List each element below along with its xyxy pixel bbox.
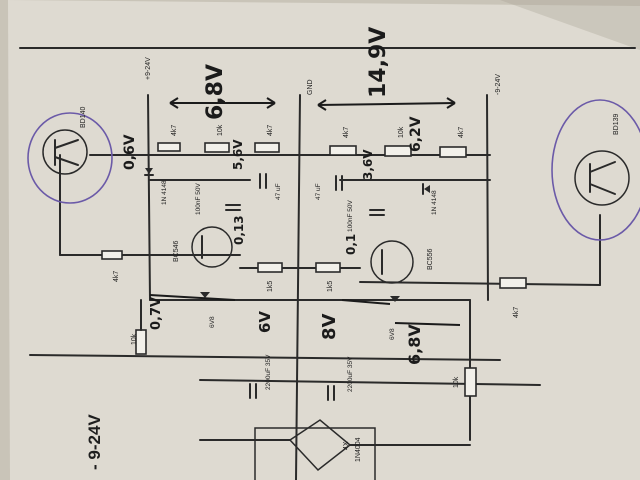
purple-circle-left <box>27 112 113 204</box>
label-bd139: BD139 <box>613 113 620 135</box>
label-bd140: BD140 <box>80 106 87 128</box>
label-r-10k-bottom-left: 10k <box>131 333 138 345</box>
handwritten-0-13: 0,13 <box>232 215 246 245</box>
label-r-4k7-bottom-right: 4k7 <box>513 307 520 318</box>
arrow-zener-right <box>341 299 391 305</box>
label-r-10k-top-right: 10k <box>398 126 405 138</box>
arrow-14-9v-span <box>317 102 456 106</box>
label-cap-2200-right: 2200uF 35V <box>347 356 354 392</box>
rail-minus-right <box>486 94 489 301</box>
label-r-4k7-top-left2: 4k7 <box>267 125 274 136</box>
handwritten-0-7v: 0,7V <box>149 297 164 330</box>
bd139-emitter <box>589 183 616 195</box>
handwritten-6-8v-top: 6,8V <box>203 64 228 120</box>
resistor-4k7-top-left2 <box>254 142 280 153</box>
handwritten-3-6v: 3,6V <box>361 149 375 180</box>
bc556-symbol <box>370 240 414 284</box>
bd140-symbol <box>42 129 88 175</box>
resistor-4k7-top-right2 <box>439 146 467 158</box>
handwritten-0-6v: 0,6V <box>122 134 138 170</box>
label-cap-100n-right: 100nF 50V <box>347 200 354 232</box>
zener-left <box>200 292 210 298</box>
resistor-4k7-top-right <box>329 145 357 156</box>
arrow-zener-left <box>149 294 236 301</box>
resistor-10k-bottom-right <box>464 367 477 397</box>
label-r-4k7-top-right2: 4k7 <box>458 127 465 138</box>
label-gnd: GND <box>307 79 314 95</box>
diode-right <box>424 185 430 193</box>
arrow-14-9v-heads <box>317 97 456 111</box>
bd140-collector <box>54 139 79 149</box>
label-bc556: BC556 <box>427 248 434 270</box>
rail-gnd <box>295 94 301 480</box>
title-voltage-range: - 9-24V <box>85 414 104 470</box>
label-r-1k5-right: 1k5 <box>327 281 334 292</box>
resistor-10k-top-right <box>384 145 412 157</box>
label-zener-right: 6V8 <box>389 328 396 340</box>
label-diode-right: 1N 4148 <box>431 190 438 215</box>
resistor-4k7-top-left <box>157 142 181 152</box>
bd139-collector <box>589 161 616 173</box>
bc546-symbol <box>191 226 233 268</box>
label-r-4k7-top-right: 4k7 <box>343 127 350 138</box>
handwritten-6v: 6V <box>256 311 274 333</box>
resistor-1k5-right <box>315 262 341 273</box>
handwritten-5-6v: 5,6V <box>231 139 245 170</box>
handwritten-14-9v-top: 14,9V <box>366 27 391 98</box>
label-supply-right: -9-24V <box>495 74 502 95</box>
bottom-rail-left <box>29 354 501 361</box>
diode-left <box>145 168 153 174</box>
arrow-6-8v-heads <box>169 97 276 109</box>
resistor-4k7-bottom-right <box>499 277 527 289</box>
label-r-10k-top-left: 10k <box>217 124 224 136</box>
bd140-emitter <box>54 156 79 166</box>
paper-sheet <box>8 0 640 480</box>
label-diode-left: 1N 4148 <box>161 180 168 205</box>
handwritten-6-8v-bottom: 6,8V <box>405 324 424 365</box>
right-base-line <box>359 281 601 286</box>
handwritten-8v: 8V <box>319 313 340 340</box>
label-r-10k-bottom-right: 10k <box>453 376 460 388</box>
resistor-4k7-mid-left <box>101 250 123 260</box>
arrow-6-8v-bottom <box>394 322 461 326</box>
label-zener-left: 6V8 <box>209 316 216 328</box>
label-bridge-count: 4X <box>343 441 350 450</box>
resistor-10k-top-left <box>204 142 230 153</box>
label-r-1k5-left: 1k5 <box>267 281 274 292</box>
bridge-box <box>254 427 376 480</box>
label-bridge-type: 1N4004 <box>355 437 362 462</box>
handwritten-0-1: 0,1 <box>344 234 358 255</box>
label-cap-100n-left: 100nF 50V <box>195 183 202 215</box>
ac-rail <box>199 379 541 386</box>
zener-right <box>390 296 400 302</box>
label-supply-left: +9-24V <box>145 57 152 80</box>
label-bc546: BC546 <box>173 240 180 262</box>
handwritten-6-2v: 6,2V <box>408 116 424 152</box>
label-cap-47-left: 47 uF <box>275 183 282 200</box>
label-cap-2200-left: 2200uF 35V <box>265 354 272 390</box>
resistor-1k5-left <box>257 262 283 273</box>
label-r-4k7-top-left: 4k7 <box>171 125 178 136</box>
label-cap-47-right: 47 uF <box>315 183 322 200</box>
label-r-4k7-mid-left: 4k7 <box>113 271 120 282</box>
rail-plus-left <box>147 94 151 301</box>
bd139-symbol <box>574 150 630 206</box>
shadow-corner <box>500 0 640 50</box>
purple-circle-right <box>551 99 640 241</box>
